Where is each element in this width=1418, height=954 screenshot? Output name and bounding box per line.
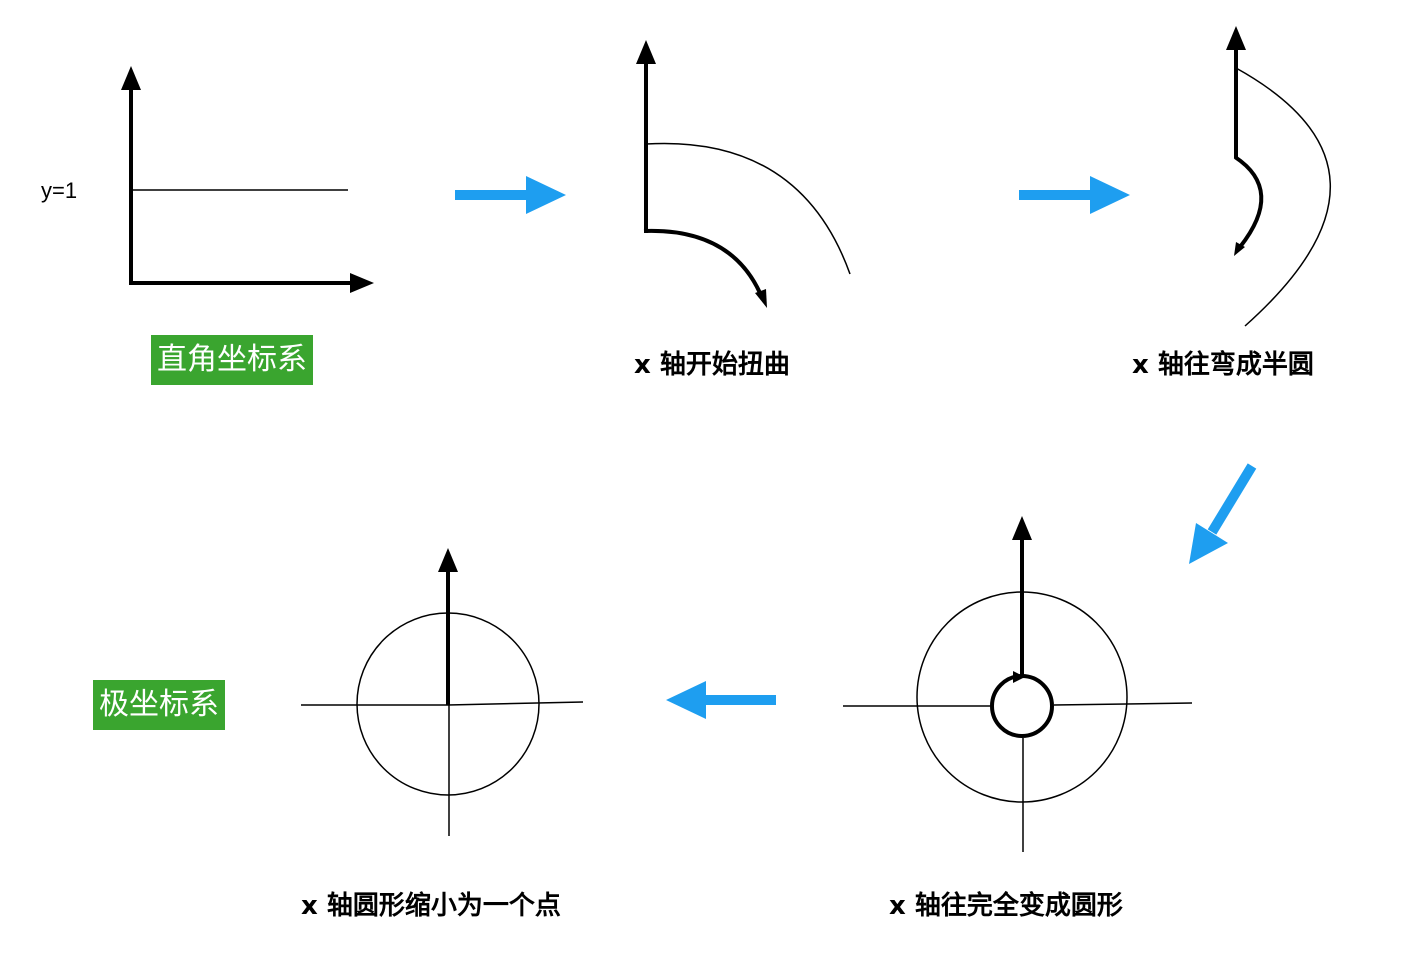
semicircle-caption: x 轴往弯成半圆 — [1132, 350, 1314, 380]
circle-caption: x 轴往完全变成圆形 — [889, 891, 1123, 921]
twist-x-arrowhead — [755, 289, 767, 308]
transition-arrow-3 — [1189, 463, 1257, 564]
cartesian-y-arrowhead — [121, 66, 141, 90]
semicircle-y-arrowhead — [1226, 26, 1246, 50]
semicircle-y1-curve — [1235, 67, 1331, 327]
y-equals-one-label: y=1 — [41, 178, 78, 203]
twist-x-axis-curve — [643, 228, 762, 294]
transition-arrow-2 — [1019, 176, 1130, 214]
cartesian-x-arrowhead — [350, 273, 374, 293]
polar-label: 极坐标系 — [93, 680, 225, 730]
shrink-caption: x 轴圆形缩小为一个点 — [301, 891, 561, 921]
semicircle-diagram — [1226, 26, 1331, 327]
twist-y-arrowhead — [636, 40, 656, 64]
circle-horizontal-line-right — [1053, 702, 1193, 706]
circle-ring-arrowhead — [1013, 671, 1025, 683]
polar-y-arrowhead — [438, 548, 458, 572]
cartesian-label: 直角坐标系 — [151, 335, 313, 385]
twist-caption: x 轴开始扭曲 — [634, 350, 790, 380]
transition-arrow-1 — [455, 176, 566, 214]
cartesian-diagram — [121, 66, 374, 293]
semicircle-x-axis-curve — [1233, 155, 1264, 249]
polar-diagram — [301, 548, 584, 836]
circle-y-arrowhead — [1012, 516, 1032, 540]
polar-horizontal-line-right — [447, 701, 584, 706]
twist-diagram — [636, 40, 851, 308]
twist-y1-curve — [645, 142, 851, 275]
semicircle-x-arrowhead — [1234, 242, 1245, 256]
circle-diagram — [843, 516, 1193, 852]
transition-arrow-4 — [666, 681, 776, 719]
circle-x-axis-ring — [990, 674, 1054, 738]
